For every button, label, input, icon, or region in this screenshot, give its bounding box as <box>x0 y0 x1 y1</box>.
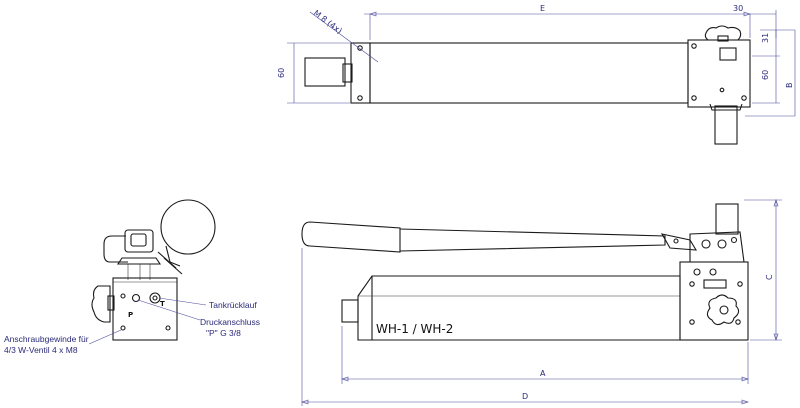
tank-label: Tankrücklauf <box>209 300 257 310</box>
pressure-gauge <box>160 199 216 255</box>
dim-31: 31 <box>761 33 770 43</box>
valve-housing <box>112 277 178 341</box>
lever-stub <box>714 105 738 145</box>
lever-stub-front <box>715 203 739 235</box>
dim-60-left: 60 <box>277 68 286 78</box>
p-port <box>131 293 141 303</box>
handle-grip <box>301 221 401 253</box>
side-knob <box>91 285 115 323</box>
handle-bar <box>399 228 666 252</box>
pressure-label-1: Druckanschluss <box>200 317 260 327</box>
valve-bore <box>719 47 737 61</box>
front-view: WH-1 / WH-2 C A D <box>301 199 782 406</box>
dim-e: E <box>540 4 545 13</box>
handle-loop <box>103 235 128 263</box>
model-label: WH-1 / WH-2 <box>376 322 453 336</box>
side-view: P T Tankrücklauf Druckanschluss "P" G 3/… <box>4 199 260 355</box>
rod-collar <box>342 63 353 83</box>
mount-label-1: Anschraubgewinde für <box>4 334 89 344</box>
front-plunger <box>341 299 359 323</box>
release-knob-top <box>704 25 742 42</box>
dim-60-right: 60 <box>761 70 770 80</box>
top-view: E 30 31 60 B 60 M 8 (4x) <box>277 4 796 145</box>
dim-a: A <box>540 369 546 378</box>
pressure-label-2: "P" G 3/8 <box>206 328 241 338</box>
dim-30: 30 <box>733 4 743 13</box>
pump-body <box>369 42 689 104</box>
valve-block-front <box>679 261 749 341</box>
dim-d: D <box>522 392 528 401</box>
dim-bolt: M 8 (4x) <box>312 8 344 35</box>
mount-label-2: 4/3 W-Ventil 4 x M8 <box>4 345 78 355</box>
dim-c: C <box>765 274 774 280</box>
release-knob-front <box>706 294 740 326</box>
port-p-label: P <box>128 311 133 319</box>
end-cap <box>350 42 371 104</box>
t-port <box>149 292 161 304</box>
valve-block <box>687 39 751 108</box>
plunger-rod <box>304 57 346 87</box>
dim-b: B <box>785 83 794 89</box>
port-t-label: T <box>160 300 165 308</box>
